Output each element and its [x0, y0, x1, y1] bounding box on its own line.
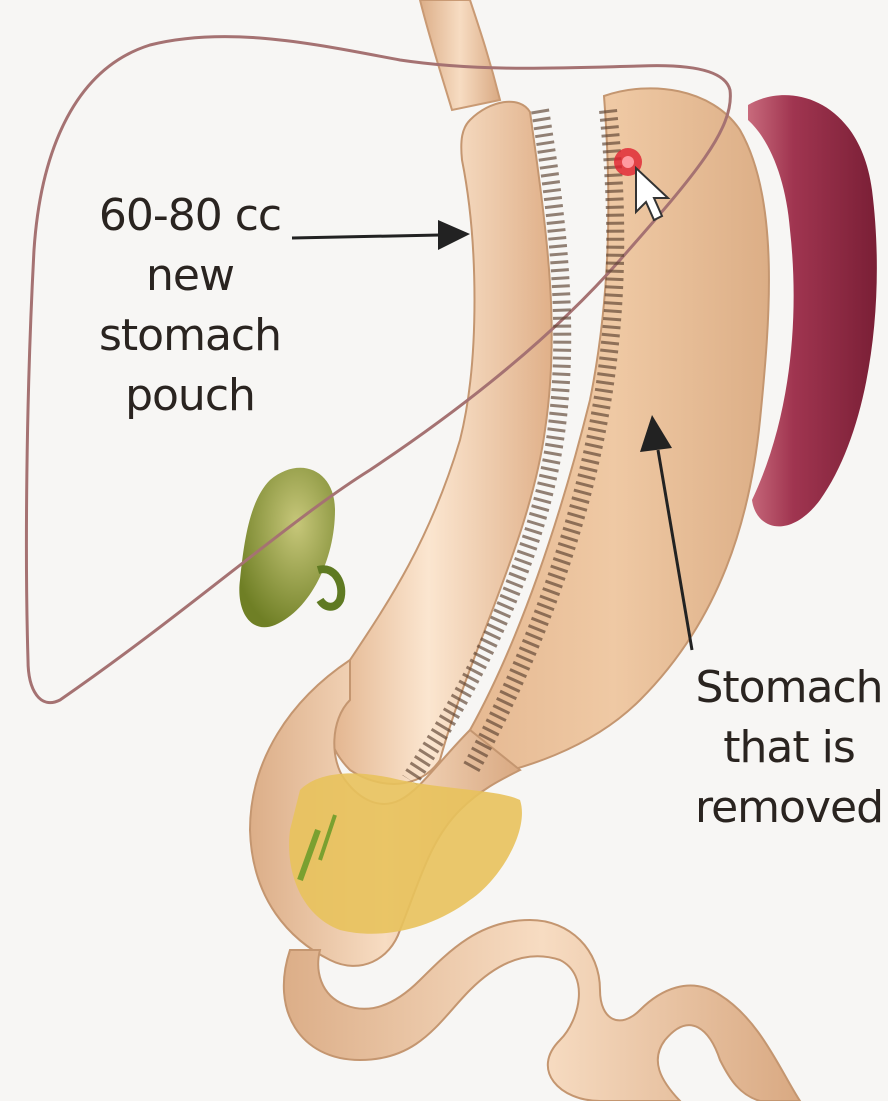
removed-label-line-3: removed — [690, 778, 888, 838]
pouch-label: 60-80 cc new stomach pouch — [80, 186, 300, 426]
removed-label: Stomach that is removed — [690, 658, 888, 838]
esophagus — [420, 0, 500, 110]
pouch-label-line-3: stomach — [80, 306, 300, 366]
arrow-to-pouch — [292, 220, 470, 250]
pouch-label-line-2: new — [80, 246, 300, 306]
removed-label-line-2: that is — [690, 718, 888, 778]
removed-label-line-1: Stomach — [690, 658, 888, 718]
pouch-label-line-4: pouch — [80, 366, 300, 426]
pouch-label-line-1: 60-80 cc — [80, 186, 300, 246]
